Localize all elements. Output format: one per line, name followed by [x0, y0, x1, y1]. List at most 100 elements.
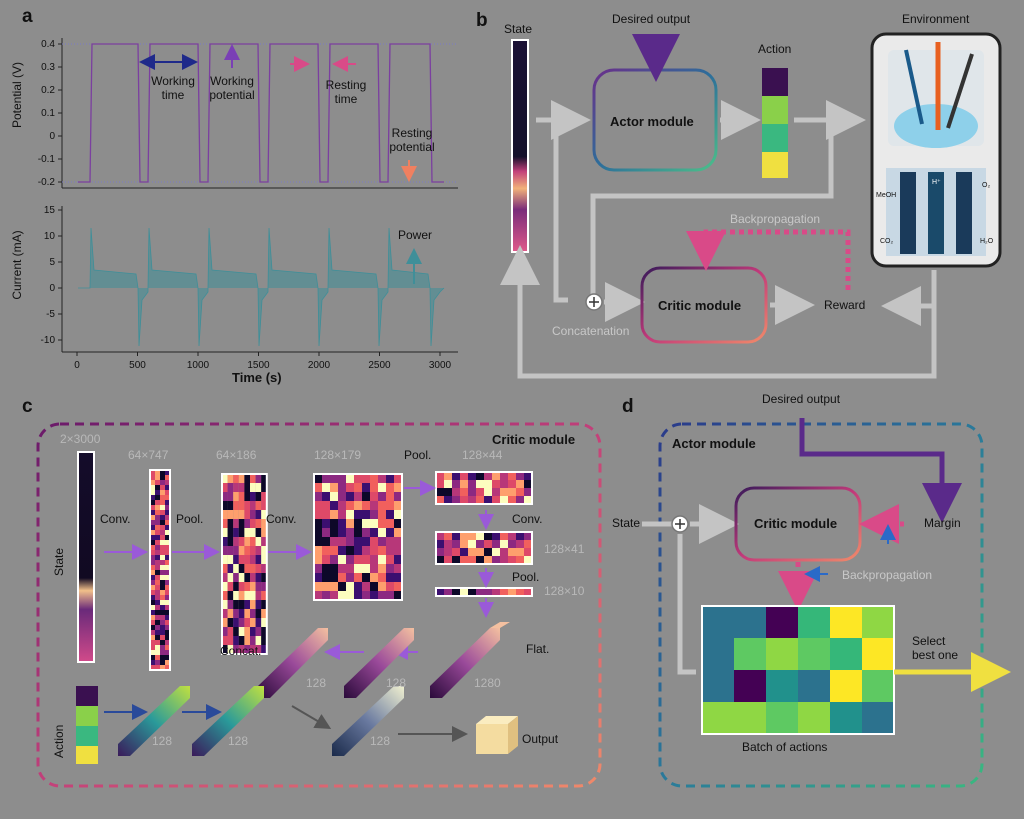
c-op-conv3: Conv.: [512, 512, 543, 526]
time-xtick: 2500: [368, 360, 391, 371]
action-bar-1: [118, 686, 190, 756]
c-state-bar: [77, 451, 95, 663]
b-o2: O₂: [982, 182, 991, 189]
c-dim-conv2: 128×179: [314, 448, 362, 462]
d-margin: Margin: [924, 516, 961, 530]
c-op-pool3: Pool.: [512, 570, 540, 584]
b-actor-module: Actor module: [610, 114, 694, 129]
b-h2o: H₂O: [980, 238, 994, 245]
b-critic-module: Critic module: [658, 298, 742, 313]
pool1-map: [221, 473, 268, 655]
current-ytick: 10: [44, 231, 56, 242]
time-xtick: 2000: [308, 360, 331, 371]
panel-letter-a: a: [22, 6, 33, 27]
working-potential-label: Working potential: [209, 74, 255, 102]
b-desired-output: Desired output: [612, 12, 691, 26]
resting-potential-label: Resting potential: [389, 126, 435, 154]
current-trace: [78, 227, 445, 347]
c-dim-conv3: 128×41: [544, 542, 585, 556]
c-dim-a1: 128: [152, 734, 173, 748]
c-action-label: Action: [52, 724, 66, 758]
c-dim-flat: 1280: [474, 676, 501, 690]
power-label: Power: [398, 228, 433, 242]
b-backprop: Backpropagation: [730, 212, 821, 226]
critic-module-border: [36, 422, 602, 788]
potential-ytick: 0: [49, 131, 55, 142]
time-xlabel: Time (s): [232, 370, 282, 385]
c-op-concat: Concat.: [220, 644, 262, 658]
panel-d-diagram: [642, 418, 1011, 788]
c-op-pool1: Pool.: [176, 512, 204, 526]
potential-ytick: 0.4: [41, 39, 55, 50]
c-dim-out: 128: [370, 734, 391, 748]
potential-ylabel: Potential (V): [10, 61, 24, 129]
d-batch-label: Batch of actions: [742, 740, 828, 754]
action-bar-2: [192, 686, 264, 756]
potential-ytick: 0.1: [41, 108, 55, 119]
c-dim-pool2: 128×44: [462, 448, 503, 462]
current-ytick: 15: [44, 205, 56, 216]
c-dim-b2: 128: [386, 676, 407, 690]
c-op-flat: Flat.: [526, 642, 550, 656]
conv3-map: [435, 531, 533, 565]
potential-ytick: -0.2: [38, 177, 56, 188]
time-xtick: 1500: [247, 360, 270, 371]
c-dim-a2: 128: [228, 734, 249, 748]
b-co2: CO₂: [880, 238, 894, 245]
working-time-label: Working time: [151, 74, 195, 102]
panel-b: State Desired output Action Environment …: [476, 0, 1024, 395]
output-bar: [332, 686, 404, 756]
d-select-best: Select best one: [912, 634, 959, 662]
b-meoh: MeOH: [876, 192, 897, 199]
c-dim-pool3: 128×10: [544, 584, 585, 598]
potential-trace: [78, 43, 444, 183]
b-state-label: State: [504, 22, 533, 36]
batch-grid: [701, 605, 895, 735]
panel-letter-b: b: [476, 10, 488, 31]
conv2-map: [313, 473, 403, 601]
b-hplus: H⁺: [932, 179, 941, 186]
b-reward: Reward: [824, 298, 866, 312]
resting-time-label: Resting time: [325, 78, 367, 106]
time-xtick: 0: [74, 360, 80, 371]
panel-letter-c: c: [22, 396, 33, 417]
potential-ytick: -0.1: [38, 154, 56, 165]
panel-d: Desired output Actor module State Critic…: [612, 392, 1024, 814]
c-dim-concat: 128: [306, 676, 327, 690]
potential-ytick: 0.3: [41, 62, 55, 73]
d-state: State: [612, 516, 641, 530]
conv1-map: [149, 469, 171, 671]
c-state-label: State: [52, 547, 66, 576]
time-xtick: 500: [129, 360, 146, 371]
panel-c-diagram: [36, 422, 602, 788]
concat-bar: [258, 628, 328, 698]
d-backprop: Backpropagation: [842, 568, 933, 582]
b-action-label: Action: [758, 42, 792, 56]
c-op-pool2: Pool.: [404, 448, 432, 462]
b-environment-label: Environment: [902, 12, 970, 26]
panel-c: Critic module 2×3000 64×747 64×186 128×1…: [0, 396, 612, 814]
output-cube: [476, 716, 518, 754]
panel-b-diagram: [500, 32, 1002, 379]
pool3-map: [435, 587, 533, 597]
current-ylabel: Current (mA): [10, 230, 24, 300]
flat-bar: [430, 622, 510, 698]
time-xtick: 3000: [429, 360, 452, 371]
current-ytick: -5: [46, 309, 55, 320]
c-output-label: Output: [522, 732, 559, 746]
b-concatenation: Concatenation: [552, 324, 630, 338]
c-op-conv2: Conv.: [266, 512, 297, 526]
actor-module-border: [658, 422, 984, 788]
c-title: Critic module: [492, 432, 576, 447]
pool-bar: [344, 628, 414, 698]
d-actor-module: Actor module: [672, 436, 756, 451]
current-ytick: 0: [49, 283, 55, 294]
pool2-map: [435, 471, 533, 505]
state-bar: [511, 39, 529, 253]
panel-letter-d: d: [622, 396, 634, 417]
current-ytick: -10: [41, 335, 56, 346]
current-ytick: 5: [49, 257, 55, 268]
d-desired-output: Desired output: [762, 392, 841, 406]
